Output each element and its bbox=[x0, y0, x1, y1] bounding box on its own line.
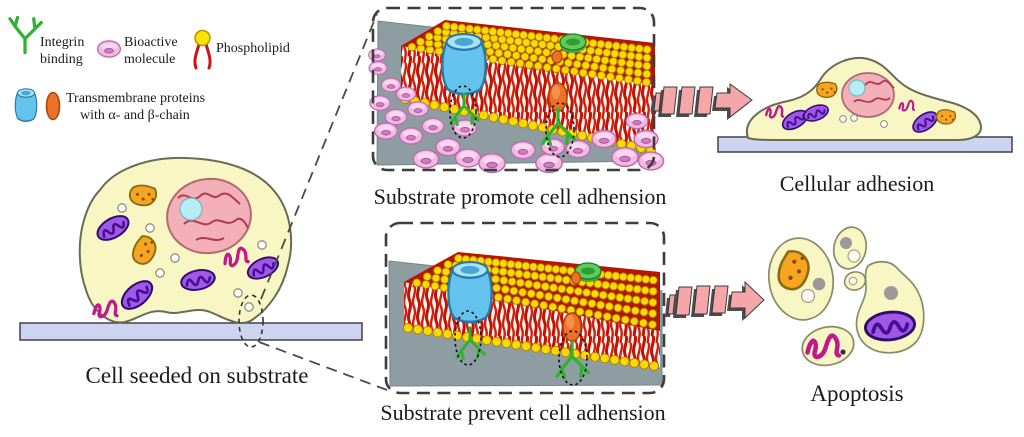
legend-integrin-label-line1: Integrin bbox=[40, 35, 84, 50]
alpha-chain-protein bbox=[447, 260, 493, 324]
nucleus bbox=[166, 177, 252, 255]
label-promote: Substrate promote cell adhension bbox=[374, 184, 667, 209]
zoom-box-prevent bbox=[384, 221, 666, 395]
integrin-icon bbox=[8, 15, 43, 55]
nucleolus bbox=[848, 79, 866, 97]
beta-chain-top bbox=[570, 271, 582, 285]
legend-bioactive-label-line1: Bioactive bbox=[124, 35, 178, 50]
seeded-cell-panel: Cell seeded on substrate bbox=[19, 156, 363, 388]
label-cell-seeded: Cell seeded on substrate bbox=[86, 363, 309, 388]
legend-bioactive-molecule: Bioactive molecule bbox=[96, 35, 178, 67]
zoom-box-promote bbox=[371, 6, 656, 172]
phospholipid-icon bbox=[193, 29, 212, 70]
substrate-bar-left bbox=[19, 322, 363, 341]
legend: Integrin binding Bioactive molecule Phos… bbox=[8, 15, 290, 123]
apoptotic-body bbox=[832, 226, 868, 270]
panel-promote: Substrate promote cell adhension bbox=[368, 6, 667, 209]
legend-transmembrane-proteins: Transmembrane proteins with α- and β-cha… bbox=[14, 88, 205, 123]
panel-prevent: Substrate prevent cell adhension bbox=[380, 221, 666, 425]
nucleolus bbox=[179, 197, 203, 221]
legend-phospholipid: Phospholipid bbox=[193, 29, 290, 70]
binding-site-circle-2 bbox=[545, 102, 575, 158]
zoom-connector-bottom bbox=[258, 341, 388, 391]
dark-granule bbox=[840, 349, 846, 355]
gray-granule bbox=[840, 237, 852, 249]
vacuole bbox=[800, 288, 816, 304]
alpha-chain-barrel-icon bbox=[14, 88, 38, 122]
binding-site-circle-1 bbox=[449, 85, 477, 139]
unbound-site-circle-1 bbox=[454, 310, 482, 366]
gray-granule bbox=[884, 286, 898, 300]
label-cellular-adhesion: Cellular adhesion bbox=[780, 171, 935, 196]
legend-integrin-label-line2: binding bbox=[40, 52, 83, 67]
unbound-site-circle-2 bbox=[558, 330, 588, 386]
integrin-binding-sites bbox=[449, 85, 576, 158]
lipid-heads-bottom bbox=[403, 323, 659, 371]
label-apoptosis: Apoptosis bbox=[810, 381, 903, 406]
legend-transmembrane-label-line2: with α- and β-chain bbox=[80, 108, 190, 123]
gray-granule bbox=[812, 277, 826, 291]
vacuole bbox=[847, 249, 861, 263]
legend-bioactive-label-line2: molecule bbox=[124, 52, 175, 67]
legend-integrin-binding: Integrin binding bbox=[8, 15, 84, 67]
apoptosis-panel: Apoptosis bbox=[767, 226, 925, 406]
vacuole bbox=[848, 276, 858, 286]
beta-chain-oval-icon bbox=[45, 91, 61, 121]
arrow-top bbox=[651, 83, 753, 120]
zoom-connector-top bbox=[260, 13, 378, 300]
alpha-chain-protein bbox=[441, 32, 487, 96]
bioactive-molecule-icon bbox=[96, 40, 122, 58]
beta-chain-top bbox=[551, 50, 563, 64]
spread-cell-nucleus bbox=[841, 72, 895, 118]
label-prevent: Substrate prevent cell adhension bbox=[380, 400, 665, 425]
zoom-source-circle bbox=[238, 294, 264, 348]
adhesion-panel: Cellular adhesion bbox=[717, 57, 1013, 196]
green-protein bbox=[559, 33, 587, 53]
green-protein bbox=[574, 262, 602, 282]
legend-phospholipid-label: Phospholipid bbox=[216, 41, 290, 56]
arrow-bottom bbox=[665, 281, 765, 321]
unbound-integrins bbox=[454, 310, 590, 386]
legend-transmembrane-label-line1: Transmembrane proteins bbox=[66, 91, 205, 106]
